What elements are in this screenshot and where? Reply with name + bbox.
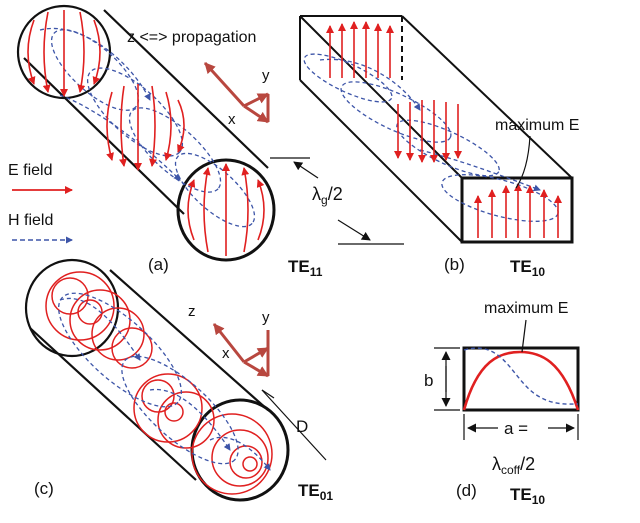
cross-section-rect — [462, 346, 580, 412]
axis-z-bottom — [212, 323, 246, 363]
lambda-coff-sub: coff — [501, 463, 521, 477]
axes-top: z <=> propagation y x — [127, 29, 270, 128]
box-b-e-field-end — [474, 183, 562, 238]
tube-a-e-field-end — [187, 163, 265, 256]
lambda-g-tail: /2 — [328, 184, 343, 204]
panel-b-label: (b) — [444, 255, 465, 274]
axis-x-top-label: x — [228, 111, 236, 128]
z-propagation-label: z <=> propagation — [127, 29, 256, 46]
tube-a-outline — [16, 4, 276, 262]
te11-main: TE — [288, 257, 310, 276]
box-b-e-field-mid — [394, 100, 462, 163]
te10-b-main: TE — [510, 257, 532, 276]
lambda-coff-main: λ — [492, 454, 501, 474]
tube-c-outline — [24, 258, 327, 502]
lambda-g-label: λg/2 — [312, 184, 343, 207]
te11-sub: 11 — [310, 265, 323, 279]
te01-label: TE01 — [298, 481, 333, 503]
dim-b — [434, 347, 460, 411]
axis-y-bottom — [243, 346, 269, 364]
legend: E field H field — [8, 162, 73, 244]
dim-b-label: b — [424, 371, 433, 390]
te10-b-sub: 10 — [532, 265, 546, 279]
tube-c-e-field — [45, 271, 273, 495]
lambda-g-sub: g — [321, 193, 328, 207]
max-e-b-leader — [515, 135, 531, 189]
box-b-outline — [299, 15, 574, 244]
axes-bottom: z y x — [188, 303, 270, 378]
lambda-g-main: λ — [312, 184, 321, 204]
tube-a-e-field-mid — [106, 84, 185, 171]
te01-main: TE — [298, 481, 320, 500]
axis-y-top-label: y — [262, 67, 270, 84]
legend-h-field-label: H field — [8, 212, 53, 229]
dim-a-label: a = — [504, 419, 528, 438]
panel-c-label: (c) — [34, 479, 54, 498]
panel-d-label: (d) — [456, 481, 477, 500]
panel-b-te10: maximum E (b) TE10 — [299, 15, 579, 279]
lambda-coff-label: λcoff/2 — [492, 454, 535, 477]
diameter-label: D — [296, 417, 308, 436]
te11-label: TE11 — [288, 257, 323, 279]
te10-b-label: TE10 — [510, 257, 545, 279]
lambda-g-indicator: λg/2 — [270, 157, 404, 245]
axis-z-bottom-label: z — [188, 303, 196, 320]
box-b-e-field-front — [326, 21, 394, 78]
legend-e-field-label: E field — [8, 162, 52, 179]
axis-z-top — [203, 61, 246, 108]
te01-sub: 01 — [320, 489, 334, 503]
max-e-d-label: maximum E — [484, 300, 568, 317]
panel-d-te10: maximum E b a = λcoff/2 (d) TE10 — [424, 300, 580, 507]
max-e-d-leader — [521, 319, 527, 353]
axis-x-bottom-label: x — [222, 345, 230, 362]
te10-d-sub: 10 — [532, 493, 546, 507]
te10-d-main: TE — [510, 485, 532, 504]
te10-d-label: TE10 — [510, 485, 545, 507]
panel-a-label: (a) — [148, 255, 169, 274]
axis-y-bottom-label: y — [262, 309, 270, 326]
max-e-b-label: maximum E — [495, 117, 579, 134]
lambda-coff-tail: /2 — [520, 454, 535, 474]
tube-c-h-field — [58, 292, 271, 471]
e-field-profile — [462, 350, 580, 411]
axis-x-top-arrow — [243, 104, 269, 124]
h-field-profile — [463, 347, 579, 405]
panel-a-te11: (a) TE11 — [16, 4, 323, 279]
panel-c-te01: D (c) TE01 — [24, 258, 333, 503]
axis-x-bottom-arrow — [243, 360, 269, 378]
dim-a — [463, 414, 579, 440]
axis-y-top — [243, 92, 269, 108]
tube-a-e-field-start — [27, 10, 101, 97]
